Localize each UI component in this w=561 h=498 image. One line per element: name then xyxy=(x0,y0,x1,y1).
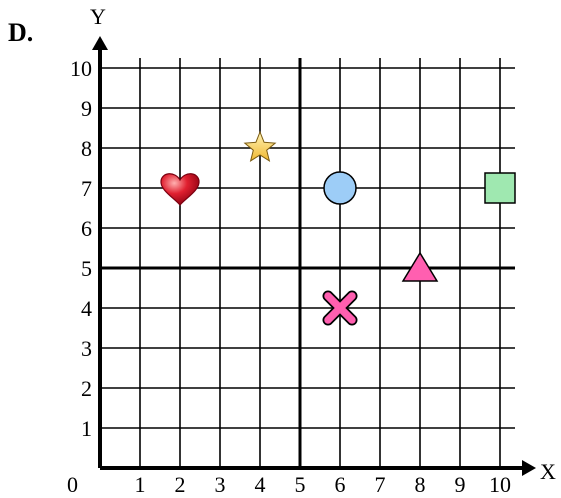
triangle-shape xyxy=(401,251,439,282)
grid-lines xyxy=(100,58,515,468)
y-tick-label: 8 xyxy=(81,136,92,161)
y-tick-label: 9 xyxy=(81,96,92,121)
x-tick-label: 4 xyxy=(255,472,266,497)
x-tick-label: 9 xyxy=(455,472,466,497)
x-tick-label: 2 xyxy=(175,472,186,497)
y-axis-label: Y xyxy=(90,4,106,29)
x-tick-label: 10 xyxy=(489,472,511,497)
cross-fill-b xyxy=(324,292,356,324)
x-axis-label: X xyxy=(540,459,556,484)
plotted-shapes xyxy=(160,130,516,326)
x-tick-label: 1 xyxy=(135,472,146,497)
circle-shape xyxy=(323,171,357,205)
x-tick-label: 7 xyxy=(375,472,386,497)
y-tick-label: 5 xyxy=(81,256,92,281)
x-axis-arrow xyxy=(522,460,536,476)
y-tick-label: 1 xyxy=(81,416,92,441)
y-axis-arrow xyxy=(92,36,108,50)
square-shape xyxy=(484,172,516,204)
x-tick-label: 8 xyxy=(415,472,426,497)
y-tick-label: 2 xyxy=(81,376,92,401)
y-tick-label: 6 xyxy=(81,216,92,241)
axes xyxy=(92,36,536,476)
x-tick-label: 5 xyxy=(295,472,306,497)
x-tick-label: 6 xyxy=(335,472,346,497)
star-icon xyxy=(243,130,277,162)
tick-labels: 1 2 3 4 5 6 7 8 9 10 1 2 3 4 5 6 7 8 9 10 xyxy=(70,56,511,497)
y-tick-label: 3 xyxy=(81,336,92,361)
heart-icon xyxy=(160,173,200,206)
origin-label: 0 xyxy=(67,472,78,497)
y-tick-label: 10 xyxy=(70,56,92,81)
x-tick-label: 3 xyxy=(215,472,226,497)
y-tick-label: 7 xyxy=(81,176,92,201)
problem-label: D. xyxy=(8,18,33,47)
y-tick-label: 4 xyxy=(81,296,92,321)
cross-shape xyxy=(322,290,358,326)
